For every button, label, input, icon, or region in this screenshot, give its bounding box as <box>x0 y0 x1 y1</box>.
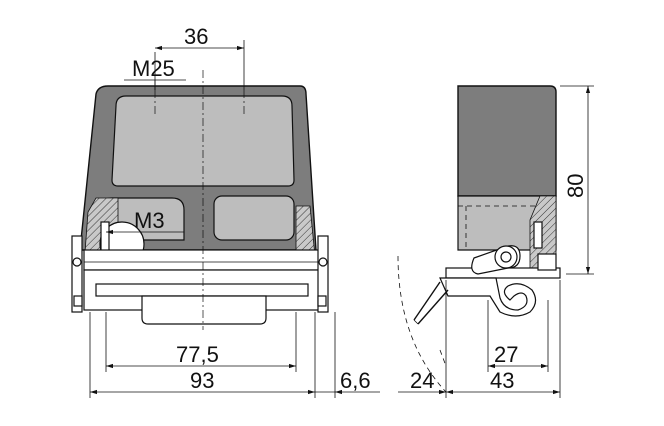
lever-pin-left <box>71 235 83 313</box>
dim-36: 36 <box>184 24 208 49</box>
front-view <box>71 70 329 330</box>
dim-77-5: 77,5 <box>176 342 219 367</box>
dim-24: 24 <box>410 368 434 393</box>
dim-m3: M3 <box>134 208 165 233</box>
dim-6-6: 6,6 <box>340 368 371 393</box>
base-bottom-boss <box>141 295 267 325</box>
dim-93: 93 <box>190 368 214 393</box>
lever-pin-right <box>317 235 329 313</box>
side-view <box>397 85 561 393</box>
front-dimensions: 36 M25 M3 77,5 93 6,6 <box>89 24 380 398</box>
screw-m3 <box>100 221 110 253</box>
dim-m25: M25 <box>132 56 175 81</box>
dim-27: 27 <box>494 342 518 367</box>
dim-43: 43 <box>490 368 514 393</box>
base-top-band <box>83 249 321 271</box>
side-hood-body <box>457 85 557 197</box>
lever-swing-arc <box>397 255 447 393</box>
base-lower-flange <box>95 283 309 297</box>
dim-80: 80 <box>563 174 588 198</box>
side-latch-pivot-inner <box>500 251 512 263</box>
side-hook <box>439 277 537 317</box>
side-dimensions: 80 27 43 24 <box>398 85 594 398</box>
hood-lower-recess-right <box>213 195 295 241</box>
